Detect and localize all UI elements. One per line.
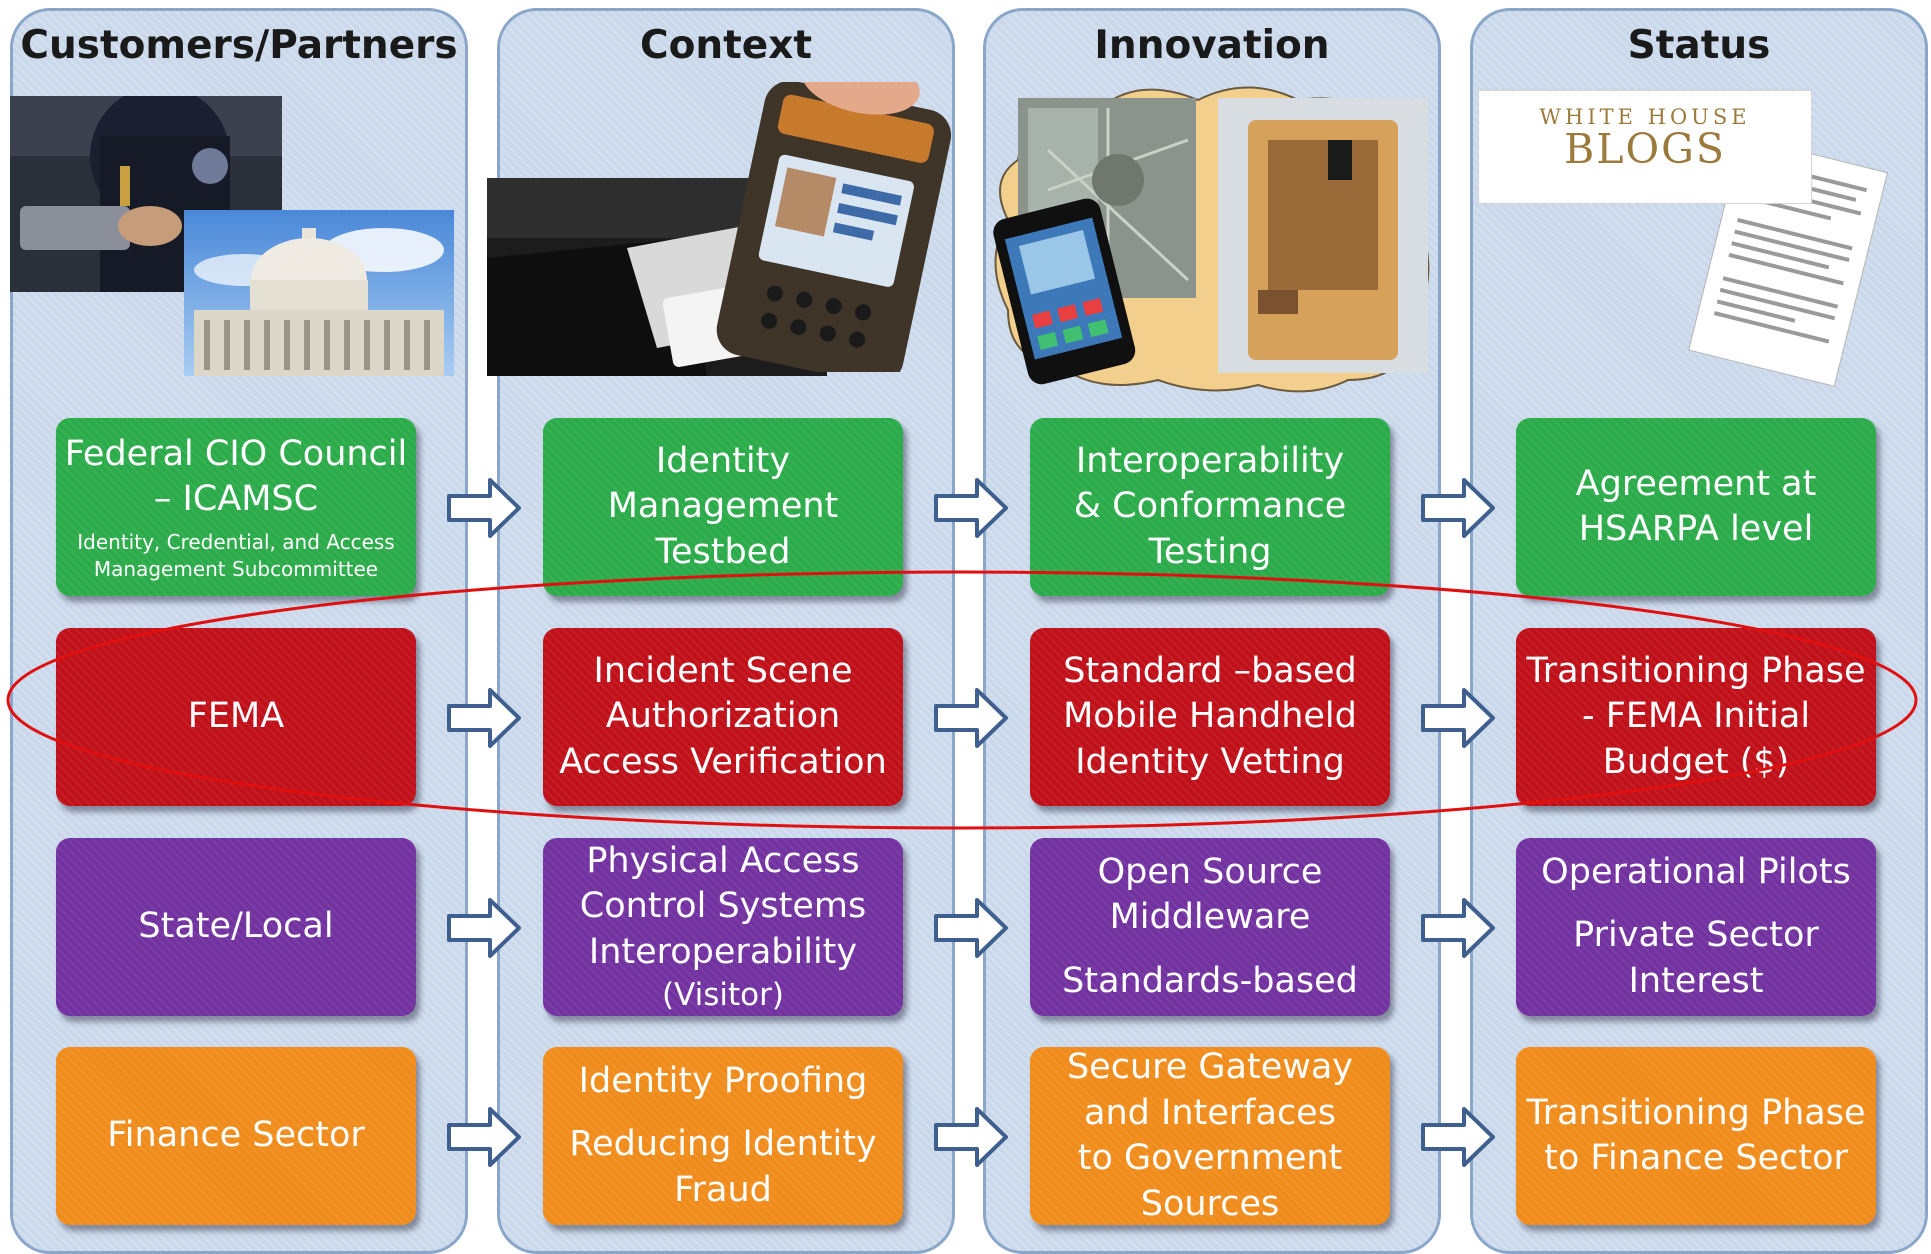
flow-arrow-icon bbox=[1421, 898, 1495, 958]
column-title: Context bbox=[639, 23, 813, 68]
box-text-line: & Conformance bbox=[1073, 486, 1347, 527]
flow-arrow-icon bbox=[447, 1107, 521, 1167]
box-text-line: Transitioning Phase bbox=[1526, 650, 1866, 691]
box-text-line: Secure Gateway bbox=[1066, 1047, 1354, 1087]
box-text-line: Identity Vetting bbox=[1075, 741, 1345, 782]
box-text-line: Standard –based bbox=[1063, 650, 1357, 691]
box-text-line: Interest bbox=[1628, 960, 1764, 1001]
box-text-line: to Government bbox=[1077, 1138, 1343, 1178]
finance-customer-box: Finance Sector bbox=[56, 1047, 416, 1225]
column-title: Status bbox=[1627, 23, 1771, 68]
box-text-line: to Finance Sector bbox=[1544, 1138, 1848, 1178]
box-text-line: Private Sector bbox=[1573, 915, 1819, 956]
box-text-line: and Interfaces bbox=[1084, 1092, 1336, 1133]
box-text-line: – ICAMSC bbox=[153, 479, 319, 519]
box-text-line: Physical Access bbox=[586, 840, 860, 881]
box-text-line: Management bbox=[607, 486, 839, 527]
flow-arrow-icon bbox=[934, 688, 1008, 748]
flow-arrow-icon bbox=[934, 1107, 1008, 1167]
box-subtitle-line: Identity, Credential, and Access bbox=[77, 529, 395, 554]
box-text-line: Sources bbox=[1140, 1183, 1280, 1224]
box-text-line: - FEMA Initial bbox=[1581, 696, 1811, 737]
box-text-line: Interoperability bbox=[1075, 440, 1345, 481]
box-subtitle-line: Management Subcommittee bbox=[93, 556, 379, 581]
box-text-line: Budget ($) bbox=[1602, 741, 1790, 782]
flow-arrow-icon bbox=[1421, 1107, 1495, 1167]
box-text-line: Testbed bbox=[655, 531, 791, 572]
state-local-customer-box: State/Local bbox=[56, 838, 416, 1016]
logo-top-text: WHITE HOUSE bbox=[1539, 105, 1751, 129]
box-text-line: Incident Scene bbox=[593, 650, 853, 691]
column-title: Innovation bbox=[1094, 23, 1330, 68]
box-text-line: Identity Proofing bbox=[578, 1060, 868, 1101]
fema-customer-box: FEMA bbox=[56, 628, 416, 806]
box-text-line: Agreement at bbox=[1575, 463, 1817, 504]
federal-customer-box: Federal CIO Council – ICAMSC Identity, Cre… bbox=[56, 418, 416, 596]
box-text-line: HSARPA level bbox=[1578, 509, 1814, 549]
box-text-line: Operational Pilots bbox=[1541, 851, 1851, 892]
flow-arrow-icon bbox=[1421, 478, 1495, 538]
column-title: Customers/Partners bbox=[20, 23, 458, 68]
box-text-line: Finance Sector bbox=[107, 1115, 365, 1156]
flow-arrow-icon bbox=[934, 898, 1008, 958]
white-house-blogs-logo: WHITE HOUSE BLOGS bbox=[1478, 90, 1812, 204]
box-text-line: FEMA bbox=[187, 696, 285, 737]
box-text-line: Testing bbox=[1148, 531, 1272, 572]
box-text-line: Mobile Handheld bbox=[1063, 696, 1357, 737]
box-text-note: (Visitor) bbox=[662, 977, 784, 1014]
box-text-line: Reducing Identity bbox=[569, 1124, 877, 1165]
finance-innovation-box: Secure Gateway and Interfaces to Governmen… bbox=[1030, 1047, 1390, 1225]
box-text-line: Standards-based bbox=[1062, 960, 1358, 1001]
handheld-device-photo bbox=[716, 82, 952, 372]
box-text-line: Federal CIO Council bbox=[64, 433, 408, 474]
flow-arrow-icon bbox=[447, 898, 521, 958]
box-text-line: Interoperability bbox=[588, 931, 858, 972]
box-text-line: Control Systems bbox=[579, 886, 867, 927]
logo-bottom-text: BLOGS bbox=[1564, 125, 1726, 173]
box-text-line: Identity bbox=[655, 440, 791, 481]
box-text-line: Authorization bbox=[605, 696, 841, 737]
flow-arrow-icon bbox=[1421, 688, 1495, 748]
innovation-collage bbox=[993, 86, 1430, 393]
box-text-line: Access Verification bbox=[559, 741, 887, 782]
federal-status-box: Agreement at HSARPA level bbox=[1516, 418, 1876, 596]
flow-arrow-icon bbox=[934, 478, 1008, 538]
officer-photo bbox=[10, 96, 282, 292]
capitol-photo bbox=[184, 210, 454, 376]
box-text-line: Transitioning Phase bbox=[1526, 1092, 1866, 1133]
flow-arrow-icon bbox=[447, 478, 521, 538]
finance-status-box: Transitioning Phase to Finance Sector bbox=[1516, 1047, 1876, 1225]
box-text-line: Open Source bbox=[1097, 851, 1323, 892]
box-text-line: Middleware bbox=[1109, 897, 1311, 938]
box-text-line: State/Local bbox=[138, 906, 334, 947]
box-text-line: Fraud bbox=[674, 1169, 772, 1210]
flow-arrow-icon bbox=[447, 688, 521, 748]
